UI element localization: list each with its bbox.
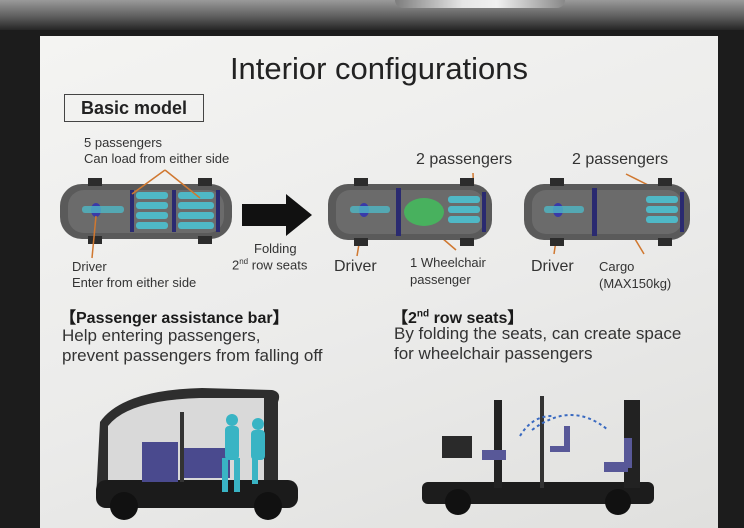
assistance-bar-line2: prevent passengers from falling off (62, 346, 323, 365)
basic-model-label: Basic model (64, 94, 204, 122)
cargo-passengers-label: 2 passengers (572, 151, 669, 168)
slide-title: Interior configurations (229, 51, 529, 86)
second-row-line2: for wheelchair passengers (394, 344, 593, 363)
basic-model-floorplan (60, 178, 232, 244)
wheelchair-passengers-label: 2 passengers (416, 151, 513, 168)
cargo-floorplan (524, 178, 690, 246)
wheelchair-passenger-line1: 1 Wheelchair (410, 255, 486, 270)
wheelchair-passenger-line2: passenger (410, 272, 471, 287)
basic-passengers-label: 5 passengers (84, 135, 163, 150)
assistance-bar-heading: 【Passenger assistance bar】 (60, 310, 289, 327)
second-row-line1: By folding the seats, can create space (394, 324, 682, 343)
wheelchair-zone (404, 198, 444, 226)
folded-seats-render (422, 396, 654, 515)
cargo-label-line1: Cargo (599, 259, 635, 274)
wheelchair-floorplan (328, 178, 492, 246)
cargo-label-line2: (MAX150kg) (599, 276, 672, 291)
assistance-bar-line1: Help entering passengers, (62, 326, 261, 345)
basic-load-note: Can load from either side (84, 151, 230, 166)
cargo-driver-label: Driver (531, 258, 574, 275)
ceiling-light (395, 0, 565, 8)
wheelchair-driver-label: Driver (334, 258, 377, 275)
basic-driver-label: Driver (72, 259, 107, 274)
right-arrow-icon (242, 194, 312, 236)
arrow-caption-line1: Folding (254, 241, 297, 256)
arrow-caption-line2: 2nd row seats (232, 257, 308, 273)
basic-driver-note: Enter from either side (72, 275, 197, 290)
projection-screen: Interior configurations Basic model 5 pa… (40, 36, 718, 528)
ceiling (0, 0, 744, 30)
second-row-heading: 【2nd row seats】 (392, 308, 524, 327)
assistance-bar-cabin-render (96, 388, 298, 520)
